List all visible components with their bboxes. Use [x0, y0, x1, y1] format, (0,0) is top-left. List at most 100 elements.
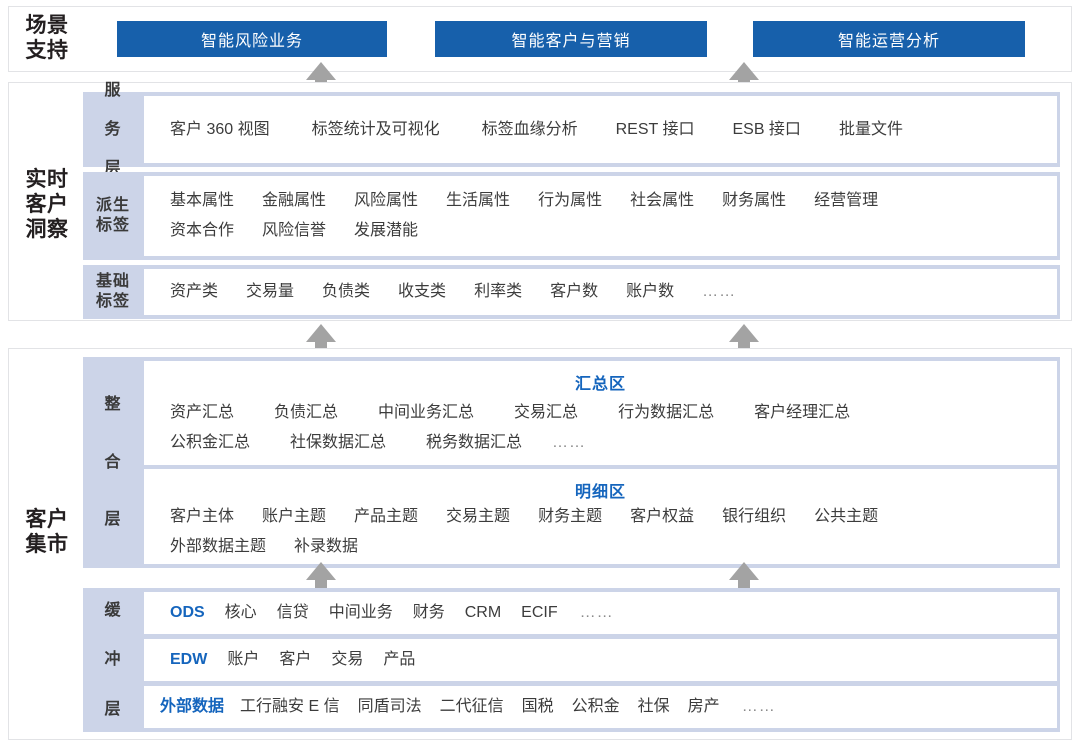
arrow-head-icon [729, 62, 759, 80]
list-item[interactable]: 国税 [521, 698, 554, 715]
list-item[interactable]: 利率类 [474, 283, 523, 300]
list-item[interactable]: 金融属性 [262, 192, 327, 209]
scene-button-risk[interactable]: 智能风险业务 [117, 21, 387, 57]
list-item[interactable]: 公积金 [571, 698, 620, 715]
band-inner-service-layer: 客户 360 视图 标签统计及可视化 标签血缘分析 REST 接口 ESB 接口… [144, 96, 1057, 163]
list-item[interactable]: 税务数据汇总 [426, 434, 523, 451]
list-item[interactable]: 生活属性 [446, 192, 511, 209]
list-item[interactable]: 房产 [687, 698, 720, 715]
list-item[interactable]: 同盾司法 [357, 698, 422, 715]
list-item[interactable]: 信贷 [276, 604, 309, 621]
list-item[interactable]: 社保 [637, 698, 670, 715]
scene-button-customer-marketing[interactable]: 智能客户与营销 [435, 21, 707, 57]
list-item[interactable]: 财务属性 [722, 192, 787, 209]
list-item-accent[interactable]: ODS [170, 604, 205, 621]
list-item[interactable]: 负债类 [322, 283, 371, 300]
list-item[interactable]: CRM [464, 604, 502, 621]
list-item[interactable]: 工行融安 E 信 [240, 698, 340, 715]
band-inner-derived-tags: 基本属性 金融属性 风险属性 生活属性 行为属性 社会属性 财务属性 经营管理 … [144, 176, 1057, 256]
list-item-accent[interactable]: 外部数据 [160, 698, 225, 715]
list-item[interactable]: 补录数据 [294, 537, 359, 555]
list-item[interactable]: ECIF [521, 604, 558, 621]
list-item[interactable]: 负债汇总 [274, 404, 339, 421]
buffer-row-ods: ODS 核心 信贷 中间业务 财务 CRM ECIF …… [144, 592, 1057, 634]
list-item[interactable]: REST 接口 [615, 120, 695, 138]
list-item[interactable]: 收支类 [398, 283, 447, 300]
band-label-line-1: 标签 [95, 217, 130, 234]
list-item[interactable]: 交易 [331, 651, 364, 668]
list-item[interactable]: 二代征信 [439, 698, 504, 715]
list-item[interactable]: 客户数 [550, 283, 599, 300]
list-item[interactable]: 账户 [227, 651, 260, 668]
item-list-ods: ODS 核心 信贷 中间业务 财务 CRM ECIF …… [144, 592, 1057, 634]
list-item-ellipsis: …… [702, 283, 737, 300]
arrow-head-icon [306, 324, 336, 342]
band-label-basic-tags: 基础 标签 [83, 265, 143, 319]
band-label-char-1: 冲 [104, 651, 122, 669]
buffer-row-external-data: 外部数据 工行融安 E 信 同盾司法 二代征信 国税 公积金 社保 房产 …… [144, 686, 1057, 728]
list-item[interactable]: ESB 接口 [732, 120, 801, 138]
list-item[interactable]: 标签血缘分析 [481, 120, 578, 138]
band-label-char-2: 层 [104, 511, 122, 529]
zone-detail: 明细区 客户主体 账户主题 产品主题 交易主题 财务主题 客户权益 银行组织 公… [144, 469, 1057, 564]
list-item[interactable]: 中间业务汇总 [378, 404, 475, 421]
list-item[interactable]: 行为数据汇总 [618, 404, 715, 421]
list-item[interactable]: 资本合作 [170, 222, 235, 239]
list-item[interactable]: 交易主题 [446, 507, 511, 525]
zone-summary: 汇总区 资产汇总 负债汇总 中间业务汇总 交易汇总 行为数据汇总 客户经理汇总 … [144, 361, 1057, 465]
list-item[interactable]: 行为属性 [538, 192, 603, 209]
list-item[interactable]: 公积金汇总 [170, 434, 251, 451]
list-item[interactable]: 客户主体 [170, 507, 235, 525]
list-item[interactable]: 资产汇总 [170, 404, 235, 421]
list-item[interactable]: 发展潜能 [354, 222, 419, 239]
list-item[interactable]: 风险属性 [354, 192, 419, 209]
band-label-char-2: 层 [104, 700, 122, 718]
group-label-scene-line-1: 场景 [25, 14, 69, 37]
list-item[interactable]: 财务 [412, 604, 445, 621]
list-item[interactable]: 账户数 [626, 283, 675, 300]
list-item[interactable]: 中间业务 [328, 604, 393, 621]
list-item[interactable]: 基本属性 [170, 192, 235, 209]
list-item[interactable]: 资产类 [170, 283, 219, 300]
group-label-scene-support: 场景 支持 [10, 14, 84, 64]
band-inner-basic-tags: 资产类 交易量 负债类 收支类 利率类 客户数 账户数 …… [144, 269, 1057, 315]
group-label-customer-mart: 客户 集市 [10, 508, 84, 558]
list-item[interactable]: 客户 [279, 651, 312, 668]
list-item[interactable]: 风险信誉 [262, 222, 327, 239]
list-item[interactable]: 核心 [224, 604, 257, 621]
item-list-edw: EDW 账户 客户 交易 产品 [144, 639, 1057, 681]
list-item[interactable]: 外部数据主题 [170, 537, 267, 555]
list-item[interactable]: 交易量 [246, 283, 295, 300]
band-label-char-1: 合 [104, 453, 122, 471]
list-item[interactable]: 产品主题 [354, 507, 419, 525]
item-list-derived-tags: 基本属性 金融属性 风险属性 生活属性 行为属性 社会属性 财务属性 经营管理 … [144, 176, 1057, 256]
band-buffer-layer: 缓 冲 层 ODS 核心 信贷 中间业务 财务 CRM ECIF …… EDW … [83, 588, 1060, 732]
list-item[interactable]: 银行组织 [722, 507, 787, 525]
list-item[interactable]: 社会属性 [630, 192, 695, 209]
list-item[interactable]: 交易汇总 [514, 404, 579, 421]
list-item[interactable]: 社保数据汇总 [290, 434, 387, 451]
list-item[interactable]: 产品 [383, 651, 416, 668]
band-label-char-1: 务 [104, 120, 122, 138]
list-item[interactable]: 客户权益 [630, 507, 695, 525]
list-item[interactable]: 公共主题 [814, 507, 879, 525]
list-item[interactable]: 财务主题 [538, 507, 603, 525]
list-item[interactable]: 经营管理 [814, 192, 879, 209]
list-item[interactable]: 客户经理汇总 [754, 404, 851, 421]
list-item[interactable]: 批量文件 [838, 120, 903, 138]
list-item-accent[interactable]: EDW [170, 651, 208, 668]
band-derived-tags: 派生 标签 基本属性 金融属性 风险属性 生活属性 行为属性 社会属性 财务属性… [83, 172, 1060, 260]
arrow-head-icon [729, 562, 759, 580]
scene-button-operations-analysis-label: 智能运营分析 [837, 33, 940, 50]
scene-button-operations-analysis[interactable]: 智能运营分析 [753, 21, 1025, 57]
arrow-head-icon [306, 62, 336, 80]
list-item-ellipsis: …… [552, 434, 587, 451]
group-label-mart-line-2: 集市 [25, 532, 69, 556]
group-label-insight-line-3: 洞察 [25, 217, 69, 241]
list-item[interactable]: 客户 360 视图 [170, 120, 270, 138]
list-item[interactable]: 账户主题 [262, 507, 327, 525]
buffer-row-edw: EDW 账户 客户 交易 产品 [144, 639, 1057, 681]
item-list-detail-zone: 客户主体 账户主题 产品主题 交易主题 财务主题 客户权益 银行组织 公共主题 … [144, 469, 1057, 564]
list-item[interactable]: 标签统计及可视化 [311, 120, 440, 138]
